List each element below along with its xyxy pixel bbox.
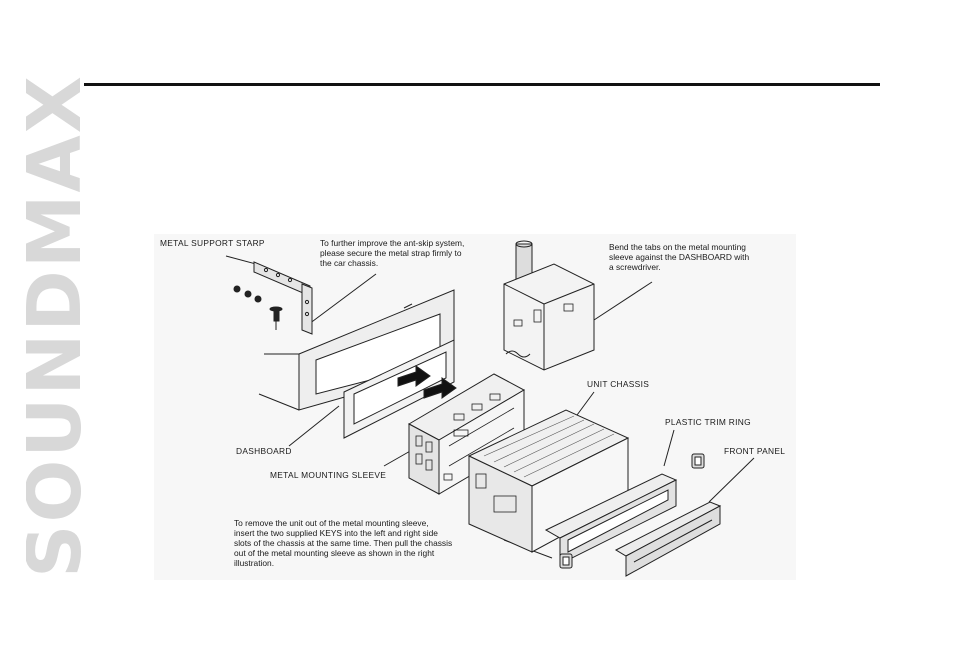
note-remove-unit-line: insert the two supplied KEYS into the le… [234,528,438,538]
note-remove-unit-line: To remove the unit out of the metal moun… [234,518,429,528]
screwdriver-closeup [503,240,595,371]
brand-watermark: SOUNDMAX [26,58,84,594]
note-bend-tabs: Bend the tabs on the metal mounting slee… [609,242,749,272]
header-rule [84,83,880,86]
note-bend-tabs-line: sleeve against the DASHBOARD with [609,252,750,262]
label-plastic-trim-ring: PLASTIC TRIM RING [665,417,751,427]
note-remove-unit-line: out of the metal mounting sleeve as show… [234,548,435,558]
label-front-panel: FRONT PANEL [724,446,786,456]
note-anti-skip-line: To further improve the ant-skip system, [320,238,465,248]
label-unit-chassis: UNIT CHASSIS [587,379,650,389]
label-dashboard: DASHBOARD [236,446,292,456]
trim-plate [343,339,455,439]
note-remove-unit-line: illustration. [234,558,275,568]
installation-line-art [225,240,755,577]
metal-support-strap [233,261,313,335]
installation-diagram: METAL SUPPORT STARP To further improve t… [154,234,796,580]
label-metal-support-strap: METAL SUPPORT STARP [160,238,265,248]
note-remove-unit-line: slots of the chassis at the same time. T… [234,538,453,548]
release-keys [559,453,705,569]
metal-mounting-sleeve [407,373,526,495]
note-remove-unit: To remove the unit out of the metal moun… [234,518,452,568]
label-metal-mounting-sleeve: METAL MOUNTING SLEEVE [270,470,387,480]
note-anti-skip-line: please secure the metal strap firmly to [320,248,462,258]
note-anti-skip: To further improve the ant-skip system, … [320,238,464,268]
unit-chassis [453,409,630,553]
note-bend-tabs-line: Bend the tabs on the metal mounting [609,242,746,252]
note-bend-tabs-line: a screwdriver. [609,262,661,272]
brand-logo-text: SOUNDMAX [26,74,84,578]
insertion-arrows [397,365,457,399]
note-anti-skip-line: the car chassis. [320,258,379,268]
plastic-trim-ring [544,473,678,565]
front-panel [614,501,722,577]
